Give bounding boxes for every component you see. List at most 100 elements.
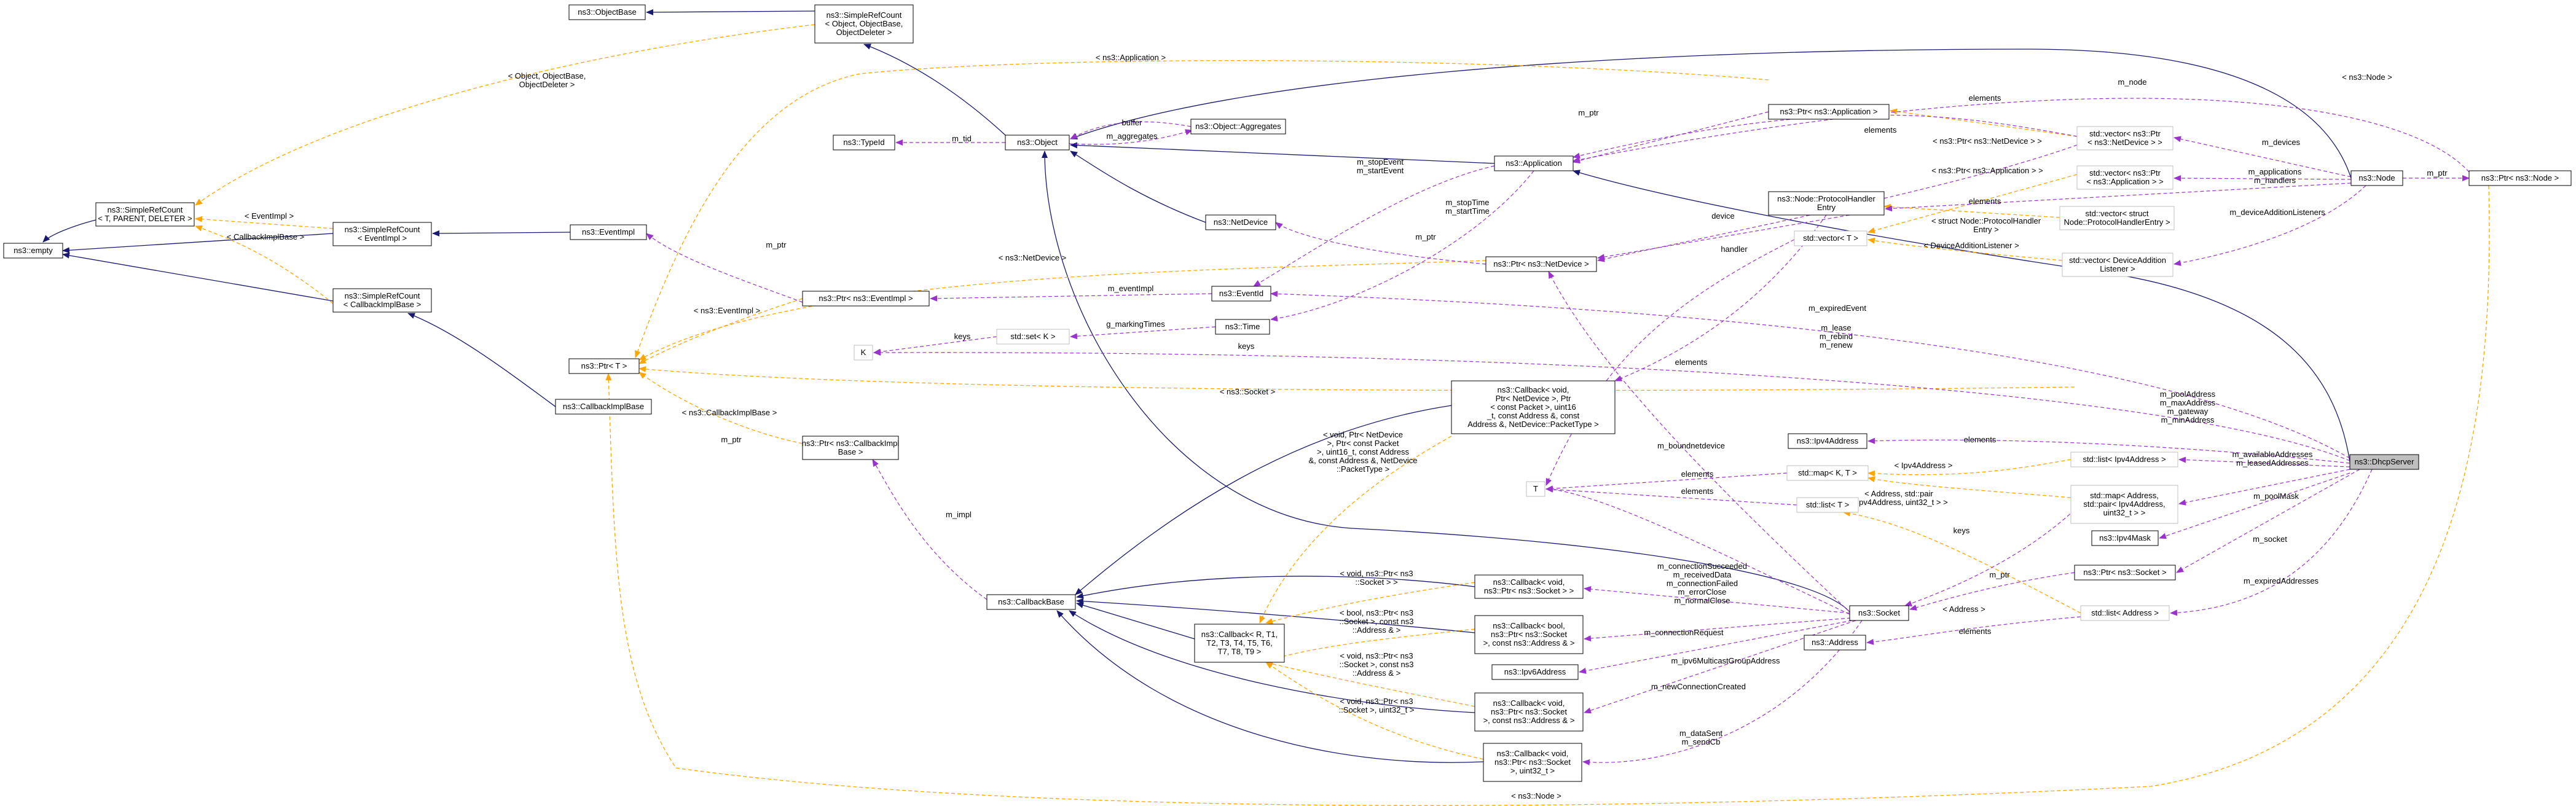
class-node-label: ns3::Ptr< ns3::Application > — [1780, 107, 1878, 116]
edge-label-lbl-eventimpl-tpl: < EventImpl > — [245, 211, 294, 221]
class-node-vector-t[interactable]: std::vector< T > — [1794, 230, 1867, 246]
class-node-address[interactable]: ns3::Address — [1804, 635, 1866, 651]
class-node-box — [1768, 191, 1885, 216]
inheritance-edge — [1070, 49, 2352, 179]
class-node-vector-ptr-netdevice[interactable]: std::vector< ns3::Ptr< ns3::NetDevice > … — [2076, 126, 2174, 151]
class-node-ptr-node[interactable]: ns3::Ptr< ns3::Node > — [2468, 170, 2572, 186]
class-node-box — [2091, 530, 2159, 546]
class-node-simplerefcount-t[interactable]: ns3::SimpleRefCount< T, PARENT, DELETER … — [95, 202, 195, 227]
member-edge — [1904, 509, 2075, 606]
class-node-label: ns3::Application — [1506, 158, 1562, 168]
inheritance-edge — [1573, 170, 2350, 463]
edge-label-lbl-cb-bool-tpl: < bool, ns3::Ptr< ns3::Socket >, const n… — [1339, 608, 1413, 635]
class-node-label: std::map< K, T > — [1798, 468, 1857, 477]
class-node-box — [568, 4, 646, 20]
inheritance-edge — [1042, 151, 1850, 612]
member-edge — [1582, 620, 1863, 765]
class-node-dhcpserver[interactable]: ns3::DhcpServer — [2349, 454, 2419, 470]
class-node-ipv4mask[interactable]: ns3::Ipv4Mask — [2091, 530, 2159, 546]
class-node-callback-rt[interactable]: ns3::Callback< R, T1,T2, T3, T4, T5, T6,… — [1194, 624, 1285, 663]
class-node-eventimpl[interactable]: ns3::EventImpl — [570, 224, 647, 240]
class-node-box — [996, 329, 1070, 345]
class-node-box — [1451, 380, 1616, 434]
class-node-k[interactable]: K — [854, 345, 873, 361]
class-node-box — [570, 224, 647, 240]
class-node-time[interactable]: ns3::Time — [1215, 319, 1270, 335]
member-edge — [1584, 586, 1850, 614]
class-node-label: ns3::Callback< void,Ptr< NetDevice >, Pt… — [1467, 385, 1599, 429]
class-node-map-address-pair[interactable]: std::map< Address,std::pair< Ipv4Address… — [2070, 485, 2178, 524]
class-node-simplerefcount-callbackimplbase[interactable]: ns3::SimpleRefCount< CallbackImplBase > — [332, 288, 432, 313]
inheritance-edge — [1070, 151, 1206, 223]
class-node-callback-void-socket-uint32[interactable]: ns3::Callback< void,ns3::Ptr< ns3::Socke… — [1483, 743, 1582, 782]
class-node-netdevice[interactable]: ns3::NetDevice — [1205, 214, 1276, 230]
class-node-list-ipv4address[interactable]: std::list< Ipv4Address > — [2070, 452, 2178, 468]
class-node-callback-netdevice-packettype[interactable]: ns3::Callback< void,Ptr< NetDevice >, Pt… — [1451, 380, 1616, 434]
template-edge — [1843, 510, 2081, 614]
class-node-callbackimplbase[interactable]: ns3::CallbackImplBase — [555, 399, 652, 415]
class-node-box — [854, 345, 873, 361]
edge-label-lbl-address-tpl: < Address > — [1942, 604, 1985, 614]
member-edge — [1579, 620, 1853, 674]
class-node-node[interactable]: ns3::Node — [2350, 170, 2403, 186]
class-node-box — [1474, 574, 1584, 599]
class-node-simplerefcount-object[interactable]: ns3::SimpleRefCount< Object, ObjectBase,… — [814, 4, 914, 44]
class-node-vector-ptr-application[interactable]: std::vector< ns3::Ptr< ns3::Application … — [2076, 165, 2174, 190]
class-node-application[interactable]: ns3::Application — [1494, 155, 1574, 171]
template-edge — [638, 260, 1486, 361]
edge-label-lbl-markingtimes: g_markingTimes — [1106, 319, 1165, 329]
class-node-label: ns3::Object — [1017, 138, 1058, 147]
edge-label-lbl-cb-void-addr-tpl: < void, ns3::Ptr< ns3::Socket >, const n… — [1339, 651, 1413, 678]
class-node-list-address[interactable]: std::list< Address > — [2080, 605, 2170, 621]
edge-label-lbl-cb-void-socket-tpl: < void, ns3::Ptr< ns3::Socket > > — [1340, 569, 1413, 587]
class-node-label: ns3::CallbackImplBase — [563, 402, 644, 411]
class-node-ipv6address[interactable]: ns3::Ipv6Address — [1491, 664, 1579, 680]
class-node-box — [1494, 155, 1574, 171]
class-node-ptr-eventimpl[interactable]: ns3::Ptr< ns3::EventImpl > — [802, 291, 930, 307]
class-node-object[interactable]: ns3::Object — [1005, 135, 1070, 151]
edge-label-lbl-keys2: keys — [1238, 342, 1255, 351]
class-node-list-t[interactable]: std::list< T > — [1796, 497, 1859, 513]
class-node-box — [2070, 452, 2178, 468]
class-node-callback-void-socket-address[interactable]: ns3::Callback< void,ns3::Ptr< ns3::Socke… — [1474, 692, 1584, 732]
class-node-set-k[interactable]: std::set< K > — [996, 329, 1070, 345]
class-node-map-k-t[interactable]: std::map< K, T > — [1786, 465, 1869, 481]
class-node-simplerefcount-eventimpl[interactable]: ns3::SimpleRefCount< EventImpl > — [332, 222, 432, 246]
class-node-socket[interactable]: ns3::Socket — [1849, 605, 1909, 621]
class-node-box — [3, 243, 63, 259]
edge-label-lbl-application-tpl: < ns3::Application > — [1096, 53, 1166, 62]
class-node-ipv4address[interactable]: ns3::Ipv4Address — [1788, 433, 1867, 449]
class-node-t[interactable]: T — [1526, 481, 1545, 497]
class-node-typeid[interactable]: ns3::TypeId — [833, 135, 895, 151]
member-edge — [1885, 182, 2352, 212]
template-edge — [638, 298, 803, 364]
edge-label-lbl-buffer: buffer — [1121, 118, 1142, 127]
inheritance-edge — [863, 44, 1006, 136]
class-node-label: ns3::NetDevice — [1214, 217, 1268, 227]
class-node-ptr-socket[interactable]: ns3::Ptr< ns3::Socket > — [2074, 565, 2176, 581]
edge-label-lbl-elements-app: elements — [1864, 125, 1897, 135]
class-node-callback-bool-socket-address[interactable]: ns3::Callback< bool,ns3::Ptr< ns3::Socke… — [1474, 615, 1584, 654]
inheritance-edge — [1076, 576, 1475, 599]
class-node-eventid[interactable]: ns3::EventId — [1211, 286, 1271, 302]
edge-label-lbl-elements-vec2: elements — [1969, 197, 2001, 206]
class-node-ptr-application[interactable]: ns3::Ptr< ns3::Application > — [1768, 104, 1890, 120]
class-node-ptr-netdevice[interactable]: ns3::Ptr< ns3::NetDevice > — [1485, 256, 1597, 272]
class-node-ptr-t[interactable]: ns3::Ptr< T > — [568, 358, 640, 374]
edge-label-lbl-elements-mid: elements — [1675, 358, 1708, 367]
class-node-aggregates[interactable]: ns3::Object::Aggregates — [1190, 119, 1286, 135]
template-edge — [1890, 108, 2078, 137]
class-node-callback-void-socket[interactable]: ns3::Callback< void,ns3::Ptr< ns3::Socke… — [1474, 574, 1584, 599]
class-node-label: ns3::Address — [1812, 638, 1858, 647]
class-node-callbackbase[interactable]: ns3::CallbackBase — [986, 594, 1076, 610]
class-node-objectbase[interactable]: ns3::ObjectBase — [568, 4, 646, 20]
class-node-empty[interactable]: ns3::empty — [3, 243, 63, 259]
class-node-label: ns3::ObjectBase — [578, 7, 636, 17]
template-edge — [1265, 582, 1475, 624]
